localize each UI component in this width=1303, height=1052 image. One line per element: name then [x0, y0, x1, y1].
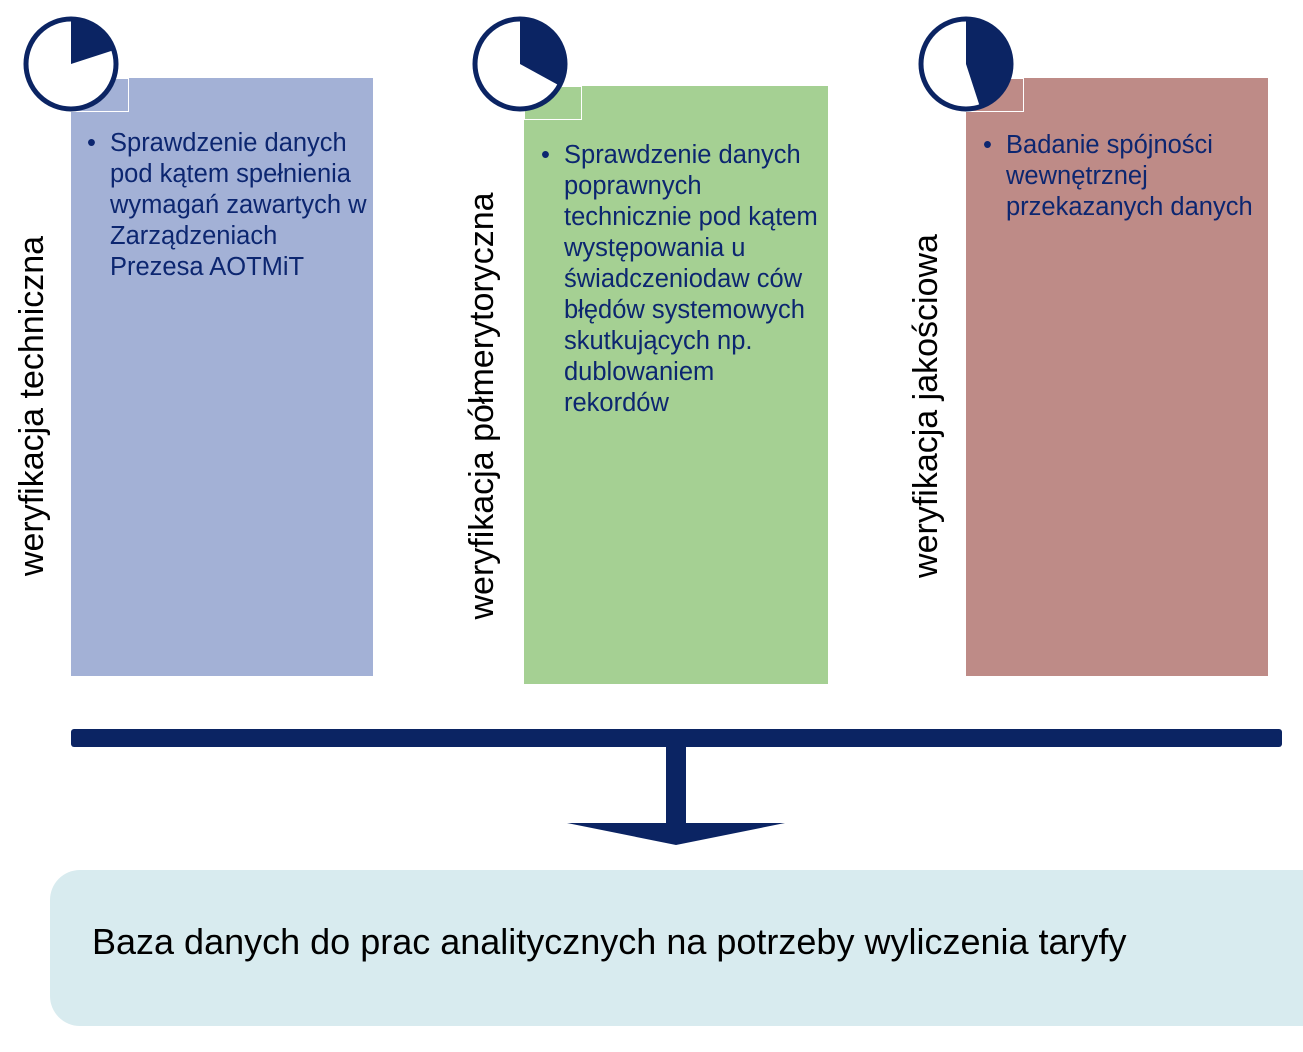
pie-progress-icon — [472, 16, 568, 112]
result-text: Baza danych do prac analitycznych na pot… — [92, 921, 1127, 962]
step-bullets-quality: Badanie spójności wewnętrznej przekazany… — [983, 130, 1267, 223]
pie-wedge — [966, 18, 1012, 107]
step-bullet-semantic: Sprawdzenie danych poprawnych techniczni… — [541, 140, 826, 419]
result-box: Baza danych do prac analitycznych na pot… — [50, 870, 1303, 1026]
pie-progress-icon — [918, 16, 1014, 112]
arrow-head — [567, 823, 785, 845]
pie-wedge — [71, 19, 114, 64]
arrow-stem — [666, 745, 686, 823]
step-bullets-semantic: Sprawdzenie danych poprawnych techniczni… — [541, 140, 826, 419]
step-bullet-technical: Sprawdzenie danych pod kątem spełnienia … — [87, 128, 371, 283]
pie-progress-icon — [23, 16, 119, 112]
merge-down-arrow-icon — [71, 729, 1282, 845]
step-bullets-technical: Sprawdzenie danych pod kątem spełnienia … — [87, 128, 371, 283]
step-bullet-quality: Badanie spójności wewnętrznej przekazany… — [983, 130, 1267, 223]
pie-wedge — [520, 19, 565, 86]
merge-bar — [71, 729, 1282, 747]
